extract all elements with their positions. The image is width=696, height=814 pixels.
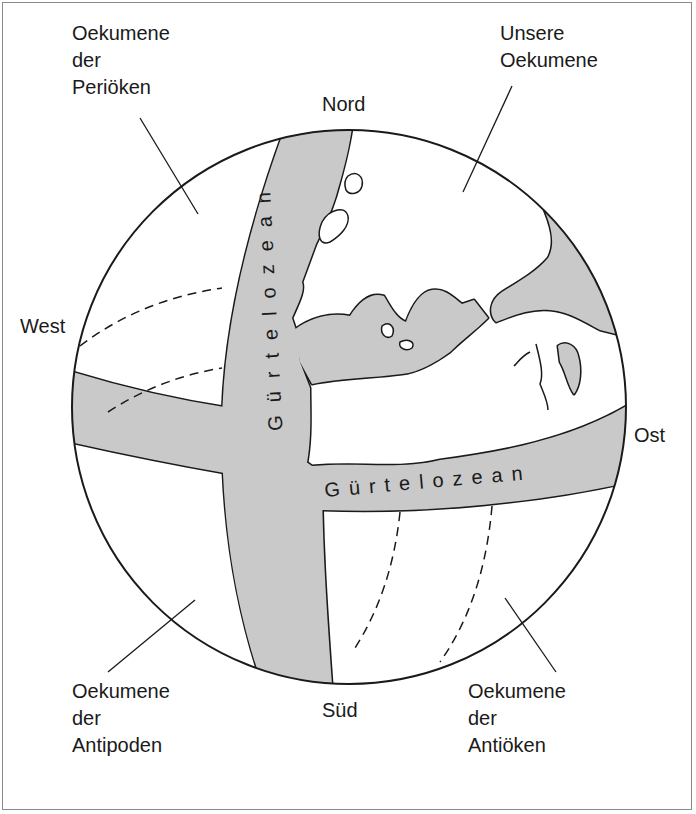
region-label: Unsere Oekumene [500,20,598,74]
direction-label: Süd [322,697,358,724]
region-label: Oekumene der Periöken [72,20,170,101]
region-label: Oekumene der Antiöken [468,678,566,759]
direction-label: Nord [322,91,365,118]
direction-label: Ost [634,422,665,449]
leader-lines [108,86,556,672]
direction-label: West [20,313,65,340]
region-label: Oekumene der Antipoden [72,678,170,759]
